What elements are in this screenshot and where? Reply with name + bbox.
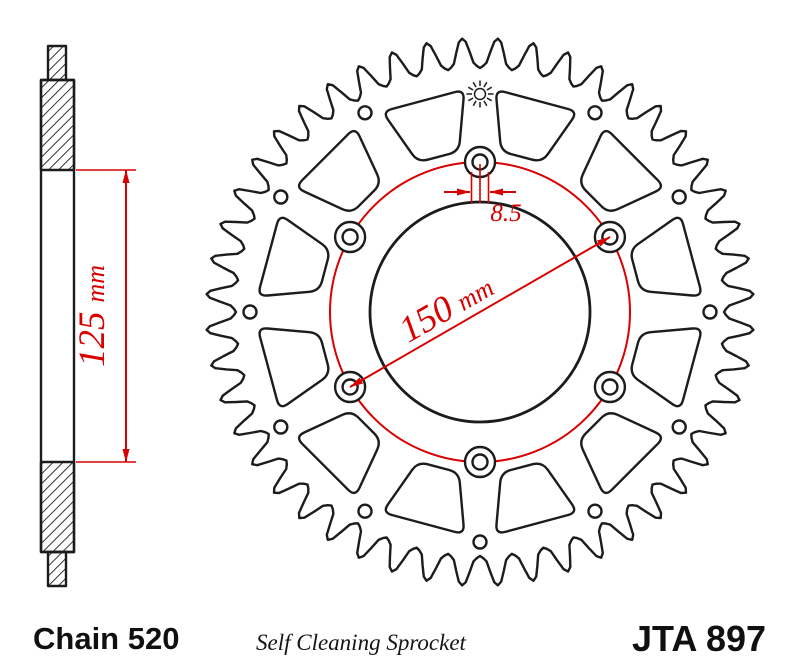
jt-sun-logo bbox=[466, 80, 494, 108]
lightening-slot bbox=[630, 327, 702, 408]
lightening-slot bbox=[580, 129, 663, 212]
dim-hub-value: 125 bbox=[72, 312, 113, 368]
dim-hub-unit: mm bbox=[81, 265, 110, 303]
sun-ray bbox=[483, 100, 488, 107]
side-view-tooth-top bbox=[46, 44, 68, 82]
chain-size-label: Chain 520 bbox=[33, 621, 179, 656]
rim-hole bbox=[671, 419, 687, 435]
sun-ray bbox=[467, 97, 474, 102]
rim-hole bbox=[273, 189, 289, 205]
rim-hole bbox=[472, 534, 488, 550]
sun-ray bbox=[472, 81, 477, 88]
lightening-slot bbox=[495, 462, 576, 534]
dim-bolt-hole-diameter: 8.5 bbox=[444, 164, 522, 227]
dim-bcd-line bbox=[349, 236, 611, 388]
rim-hole bbox=[357, 503, 373, 519]
lightening-slots bbox=[258, 90, 702, 534]
dim-hub-width-label: 125 mm bbox=[72, 265, 113, 367]
rim-hole bbox=[587, 105, 603, 121]
lightening-slot bbox=[384, 90, 465, 162]
sun-ray bbox=[486, 86, 493, 91]
rim-holes bbox=[242, 105, 718, 550]
sun-ray bbox=[483, 81, 488, 88]
dim-hub-width: 125 mm bbox=[72, 169, 136, 463]
side-view-rim-bottom bbox=[39, 460, 76, 554]
footer: Chain 520 Self Cleaning Sprocket JTA 897 bbox=[33, 618, 766, 659]
bolt-hole-inner bbox=[601, 378, 619, 396]
rim-hole bbox=[702, 304, 718, 320]
part-number-label: JTA 897 bbox=[632, 618, 766, 659]
rim-hole bbox=[242, 304, 258, 320]
lightening-slot bbox=[297, 412, 380, 495]
side-view bbox=[39, 44, 76, 588]
bolt-hole-inner bbox=[341, 228, 359, 246]
dim-hole-label: 8.5 bbox=[490, 200, 521, 227]
subtitle-label: Self Cleaning Sprocket bbox=[256, 630, 467, 655]
sun-ray bbox=[472, 100, 477, 107]
lightening-slot bbox=[384, 462, 465, 534]
lightening-slot bbox=[495, 90, 576, 162]
side-view-tooth-bottom bbox=[46, 550, 68, 588]
rim-hole bbox=[587, 503, 603, 519]
lightening-slot bbox=[580, 412, 663, 495]
lightening-slot bbox=[297, 129, 380, 212]
lightening-slot bbox=[630, 216, 702, 297]
rim-hole bbox=[273, 419, 289, 435]
rim-hole bbox=[357, 105, 373, 121]
bolt-hole-inner bbox=[471, 453, 489, 471]
lightening-slot bbox=[258, 327, 330, 408]
side-view-rim-top bbox=[39, 78, 76, 172]
sun-ray bbox=[467, 86, 474, 91]
rim-hole bbox=[671, 189, 687, 205]
sun-logo-center bbox=[473, 87, 487, 101]
lightening-slot bbox=[258, 216, 330, 297]
sun-ray bbox=[486, 97, 493, 102]
